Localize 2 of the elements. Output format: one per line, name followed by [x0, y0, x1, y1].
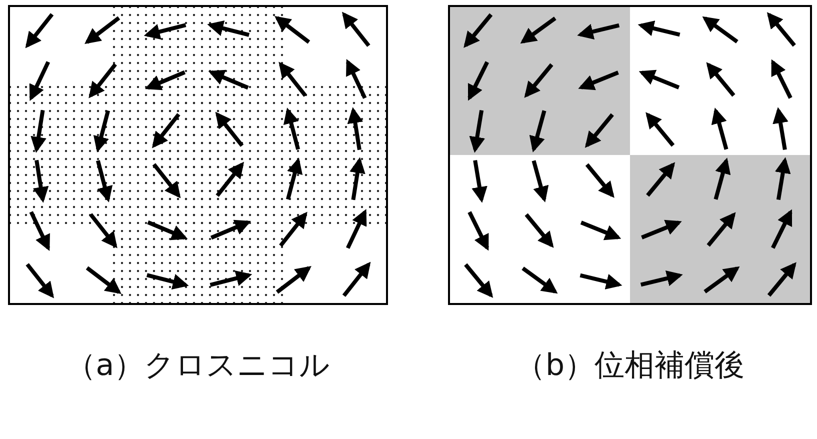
panel-caption: （a）クロスニコル — [66, 347, 330, 385]
panel-caption: （b）位相補償後 — [515, 347, 745, 385]
